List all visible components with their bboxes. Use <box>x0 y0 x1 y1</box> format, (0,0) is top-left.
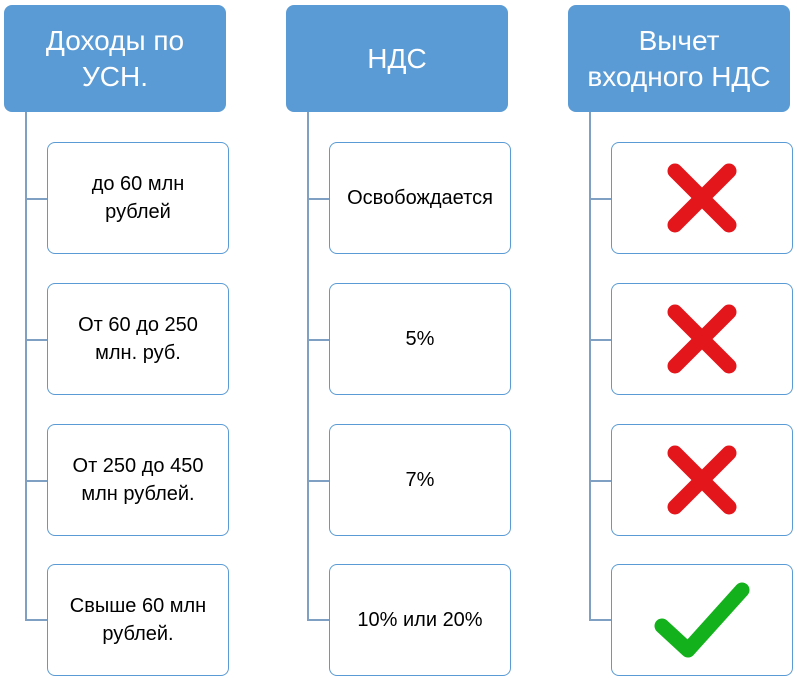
income-cell-1: до 60 млн рублей <box>47 142 229 254</box>
header-line: Вычет <box>638 24 720 56</box>
cell-line: рублей. <box>102 623 174 645</box>
check-icon <box>654 582 750 658</box>
deduction-cell-3 <box>611 424 793 536</box>
cell-line: млн рублей. <box>81 483 195 505</box>
header-vat: НДС <box>286 5 508 112</box>
vat-cell-4: 10% или 20% <box>329 564 511 676</box>
cross-icon <box>667 163 737 233</box>
cell-line: млн. руб. <box>95 342 181 364</box>
cell-line: до 60 млн <box>91 173 185 195</box>
deduction-cell-1 <box>611 142 793 254</box>
income-cell-2: От 60 до 250 млн. руб. <box>47 283 229 395</box>
connector-branch <box>589 339 612 341</box>
deduction-cell-4 <box>611 564 793 676</box>
connector-branch <box>25 198 48 200</box>
header-income-usn: Доходы по УСН. <box>4 5 226 112</box>
connector-branch <box>589 619 612 621</box>
header-input-vat-deduction: Вычет входного НДС <box>568 5 790 112</box>
cell-line: рублей <box>105 201 171 223</box>
cell-line: От 250 до 450 <box>72 455 204 477</box>
connector-branch <box>307 198 330 200</box>
connector-branch <box>307 339 330 341</box>
cell-line: Освобождается <box>347 187 493 209</box>
cell-line: 7% <box>405 469 435 491</box>
connector-trunk <box>25 112 27 620</box>
connector-branch <box>589 198 612 200</box>
connector-branch <box>25 619 48 621</box>
header-line: НДС <box>367 42 427 74</box>
header-line: входного НДС <box>587 60 771 92</box>
connector-branch <box>25 480 48 482</box>
income-cell-4: Свыше 60 млн рублей. <box>47 564 229 676</box>
vat-cell-3: 7% <box>329 424 511 536</box>
connector-branch <box>25 339 48 341</box>
connector-branch <box>307 619 330 621</box>
cell-line: 10% или 20% <box>357 609 483 631</box>
connector-trunk <box>307 112 309 620</box>
header-line: УСН. <box>81 60 148 92</box>
cross-icon <box>667 445 737 515</box>
connector-branch <box>589 480 612 482</box>
header-line: Доходы по <box>45 24 185 56</box>
cell-line: Свыше 60 млн <box>69 595 207 617</box>
connector-branch <box>307 480 330 482</box>
connector-trunk <box>589 112 591 620</box>
cell-line: 5% <box>405 328 435 350</box>
cell-line: От 60 до 250 <box>78 314 198 336</box>
income-cell-3: От 250 до 450 млн рублей. <box>47 424 229 536</box>
vat-cell-2: 5% <box>329 283 511 395</box>
deduction-cell-2 <box>611 283 793 395</box>
cross-icon <box>667 304 737 374</box>
vat-cell-1: Освобождается <box>329 142 511 254</box>
